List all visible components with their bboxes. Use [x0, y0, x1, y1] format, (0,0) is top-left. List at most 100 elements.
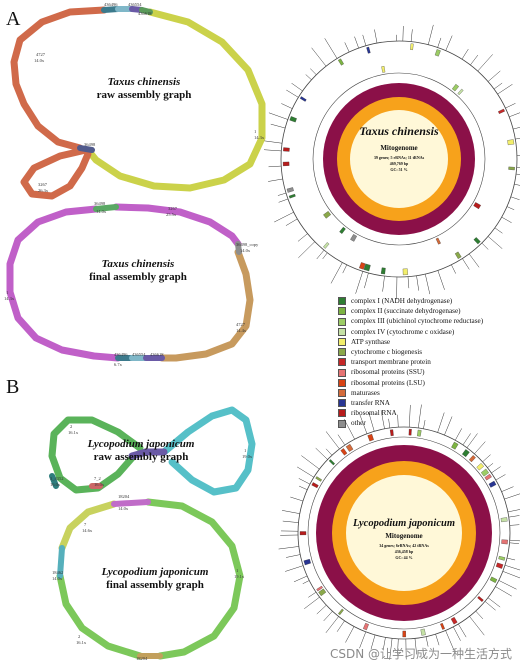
gene-block [359, 262, 366, 270]
gene-block [489, 576, 498, 584]
gene-tick [323, 611, 333, 622]
gene-tick [268, 165, 282, 168]
gene-block [417, 429, 422, 437]
svg-text:36498_copy: 36498_copy [236, 242, 259, 247]
svg-text:436496: 436496 [104, 2, 118, 7]
gene-tick [311, 47, 327, 67]
gene-tick [342, 264, 348, 274]
taxus-final-caption: final assembly graph [89, 271, 187, 283]
gene-tick [364, 272, 369, 289]
legend-item: other [338, 418, 518, 428]
panel-letter-a: A [6, 8, 21, 30]
gene-block [311, 482, 319, 489]
legend-swatch [338, 327, 346, 336]
svg-text:436618: 436618 [150, 352, 164, 357]
gene-block [454, 251, 462, 259]
watermark: CSDN @让学习成为一种生活方式 [329, 647, 512, 661]
gene-tick [316, 249, 325, 260]
legend-label: complex I (NADH dehydrogenase) [351, 297, 453, 305]
gene-block [451, 441, 459, 450]
gene-tick [336, 620, 345, 632]
legend-label: complex IV (cytochrome c oxidase) [351, 327, 455, 336]
gene-block [315, 476, 322, 482]
gene-tick [285, 218, 298, 226]
gene-tick [274, 211, 294, 223]
gene-tick [506, 206, 515, 210]
gene-tick [487, 236, 503, 249]
gene-block [402, 630, 406, 638]
svg-text:14.0x: 14.0x [118, 506, 129, 511]
gene-tick [344, 42, 350, 53]
gene-block [338, 608, 344, 616]
legend-label: ATP synthase [351, 337, 391, 346]
gene-tick [461, 48, 469, 60]
gene-block [500, 517, 508, 523]
gene-tick [501, 486, 514, 492]
gene-tick [516, 173, 520, 175]
gene-tick [345, 626, 355, 643]
legend-item: ribosomal RNA [338, 408, 518, 418]
legend-swatch [338, 378, 346, 387]
gene-tick [407, 276, 410, 289]
gene-tick [468, 253, 480, 268]
final-node-left [57, 545, 65, 579]
final-node-top [93, 204, 119, 212]
legend-label: ribosomal proteins (SSU) [351, 368, 425, 377]
gene-block [381, 66, 386, 73]
svg-text:7: 7 [84, 522, 87, 527]
lycopodium-map-title: Mitogenome [385, 532, 423, 540]
gene-tick [482, 454, 491, 463]
gene-tick [470, 54, 479, 66]
gene-block [408, 428, 412, 436]
legend-item: ribosomal proteins (SSU) [338, 367, 518, 377]
taxus-map-genes: 39 genes; 5 rRNAs; 11 tRNAs [373, 155, 425, 160]
svg-text:1: 1 [244, 448, 246, 453]
gene-block [508, 166, 515, 171]
gene-tick [509, 542, 519, 544]
legend-label: ribosomal proteins (LSU) [351, 378, 425, 387]
gene-tick [428, 24, 434, 45]
svg-text:14.0x: 14.0x [240, 248, 251, 253]
taxus-map-gc: GC: 51 % [390, 167, 408, 172]
gene-tick [416, 275, 420, 291]
raw-node-top-1 [101, 6, 121, 13]
gene-tick [509, 112, 520, 118]
gene-block [339, 226, 346, 234]
svg-text:2: 2 [70, 424, 72, 429]
gene-block [498, 108, 505, 114]
svg-text:19.0x: 19.0x [242, 454, 253, 459]
final-node-top [111, 499, 151, 507]
final-contig-purple-top [112, 203, 242, 248]
gene-block [495, 562, 504, 569]
gene-tick [278, 198, 289, 203]
legend-swatch [338, 297, 346, 306]
gene-tick [514, 183, 520, 186]
gene-tick [484, 601, 496, 611]
gene-tick [297, 466, 314, 478]
gene-block [477, 595, 484, 603]
gene-block [380, 267, 386, 275]
gene-tick [501, 216, 512, 223]
taxus-raw-species: Taxus chinensis [107, 76, 181, 88]
svg-text:6.7x: 6.7x [114, 362, 123, 367]
svg-text:14.0x: 14.0x [52, 576, 63, 581]
gene-tick [451, 264, 456, 274]
gene-tick [354, 36, 359, 49]
legend-swatch [338, 358, 346, 367]
gene-tick [330, 262, 343, 284]
gene-block [288, 193, 296, 199]
legend-swatch [338, 307, 346, 316]
gene-tick [491, 466, 501, 474]
gene-block [350, 234, 357, 242]
gene-block [451, 83, 460, 92]
svg-text:16.1x: 16.1x [76, 640, 87, 645]
gene-tick [410, 29, 413, 42]
raw-contig-orange-small [20, 146, 92, 200]
gene-block [484, 473, 492, 481]
svg-text:14.6x: 14.6x [82, 528, 93, 533]
lycopodium-final-species: Lycopodium japonicum [101, 566, 209, 578]
svg-text:4727: 4727 [236, 322, 246, 327]
final-node-copy [235, 241, 242, 255]
svg-text:3_4352: 3_4352 [50, 476, 64, 481]
